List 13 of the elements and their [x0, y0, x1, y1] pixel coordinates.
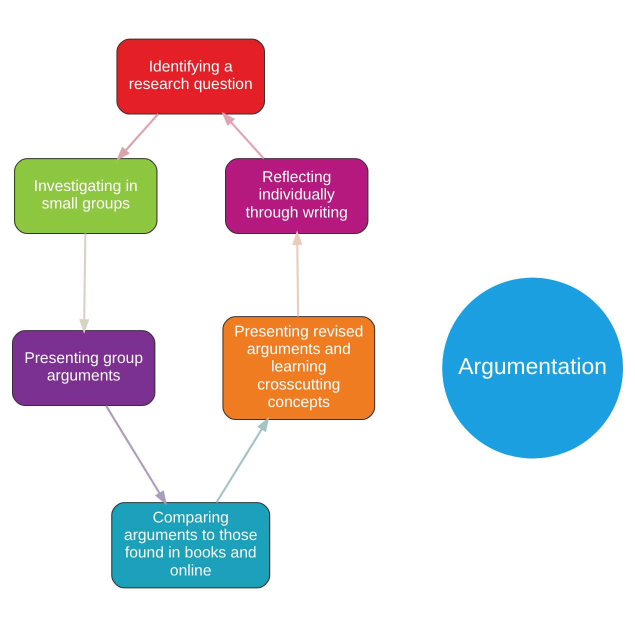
- arrow: [222, 111, 265, 159]
- arrow: [216, 416, 270, 503]
- arrow: [116, 112, 159, 160]
- node-box: Identifying a research question: [116, 38, 266, 114]
- arrow: [105, 404, 167, 505]
- node-box: Investigating in small groups: [14, 158, 158, 234]
- node-box: Comparing arguments to those found in books and online: [111, 502, 270, 588]
- node-box: Presenting group arguments: [12, 330, 156, 406]
- arrow: [292, 230, 302, 316]
- node-box: Reflecting individually through writing: [225, 158, 368, 234]
- arrow: [79, 233, 90, 334]
- node-box: Presenting revised arguments and learning crosscutting concepts: [222, 316, 376, 420]
- node-circle: Argumentation: [442, 277, 624, 458]
